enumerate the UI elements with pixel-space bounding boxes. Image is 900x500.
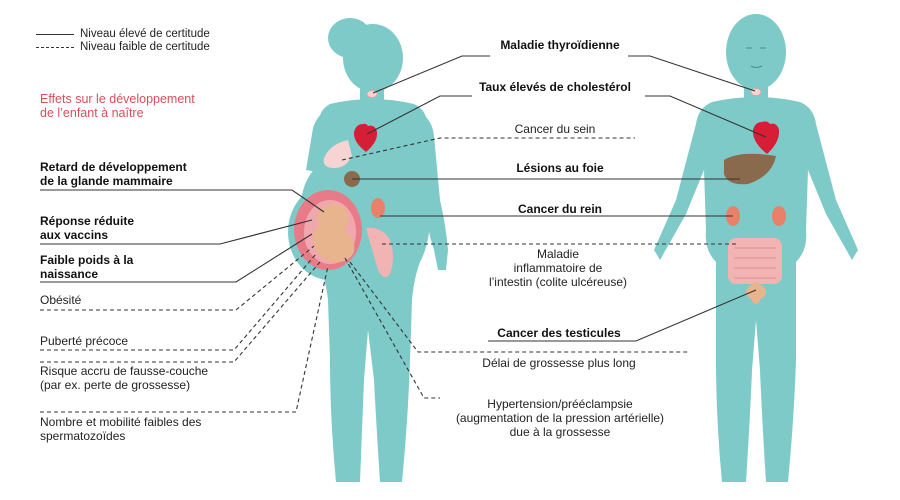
connector-lines (40, 55, 767, 413)
male-intestine-folds (734, 247, 776, 279)
male-figure (654, 14, 858, 482)
line-sperm (40, 265, 329, 413)
label-pregnancy-delay: Délai de grossesse plus long (482, 356, 636, 370)
legend-low: Niveau faible de certitude (36, 41, 210, 53)
male-liver (724, 153, 776, 185)
label-kidney: Cancer du rein (517, 202, 603, 216)
male-kidney-right (772, 206, 786, 226)
label-birthweight: Faible poids à la naissance (40, 253, 134, 281)
label-obesity: Obésité (40, 293, 82, 307)
fetus (312, 204, 355, 263)
line-hypertension (344, 257, 440, 399)
line-mammary (40, 189, 325, 213)
female-intestine (366, 227, 393, 278)
female-figure (288, 18, 448, 482)
label-mammary: Retard de développement de la glande mam… (40, 160, 187, 188)
legend-solid-line-icon (36, 33, 74, 35)
male-intestine (728, 238, 782, 284)
line-cholesterol-female (366, 95, 472, 135)
label-cholesterol: Taux élevés de cholestérol (479, 80, 631, 94)
female-right-arm (414, 110, 448, 270)
unborn-child-effects-title: Effets sur le développement de l’enfant … (40, 92, 195, 120)
label-vaccines: Réponse réduite aux vaccins (40, 214, 135, 242)
label-ibd: Maladie inflammatoire de l’intestin (col… (488, 247, 628, 289)
male-head (726, 14, 786, 90)
female-left-arm (306, 108, 330, 172)
legend-high: Niveau élevé de certitude (36, 28, 210, 40)
female-head (343, 24, 403, 92)
line-thyroid-male (628, 55, 756, 92)
male-genital (752, 282, 760, 304)
label-miscarriage: Risque accru de fausse-couche (par ex. p… (40, 364, 209, 392)
label-liver: Lésions au foie (516, 161, 604, 175)
male-heart (752, 121, 780, 154)
line-birthweight (40, 233, 313, 283)
line-testicular (488, 289, 757, 342)
legend-high-label: Niveau élevé de certitude (80, 28, 210, 40)
label-thyroid: Maladie thyroïdienne (500, 38, 620, 52)
female-breast (323, 140, 352, 168)
line-obesity (40, 245, 315, 311)
line-breast-cancer (341, 137, 635, 161)
line-vaccines (40, 219, 313, 245)
label-breast-cancer: Cancer du sein (514, 122, 596, 136)
line-cholesterol-male (645, 95, 767, 138)
male-face (746, 47, 766, 69)
label-testicular: Cancer des testicules (497, 326, 621, 340)
line-puberty (40, 253, 317, 351)
line-miscarriage (40, 261, 321, 363)
label-sperm: Nombre et mobilité faibles des spermatoz… (40, 415, 202, 443)
label-puberty: Puberté précoce (40, 334, 129, 348)
label-hypertension: Hypertension/prééclampsie (augmentation … (455, 397, 665, 439)
line-thyroid-female (372, 55, 490, 94)
female-heart (353, 123, 378, 152)
male-thyroid (750, 88, 762, 96)
legend-low-label: Niveau faible de certitude (80, 41, 210, 53)
line-pregnancy-delay (349, 261, 690, 353)
female-kidney (371, 198, 385, 218)
legend-dashed-line-icon (36, 46, 74, 48)
